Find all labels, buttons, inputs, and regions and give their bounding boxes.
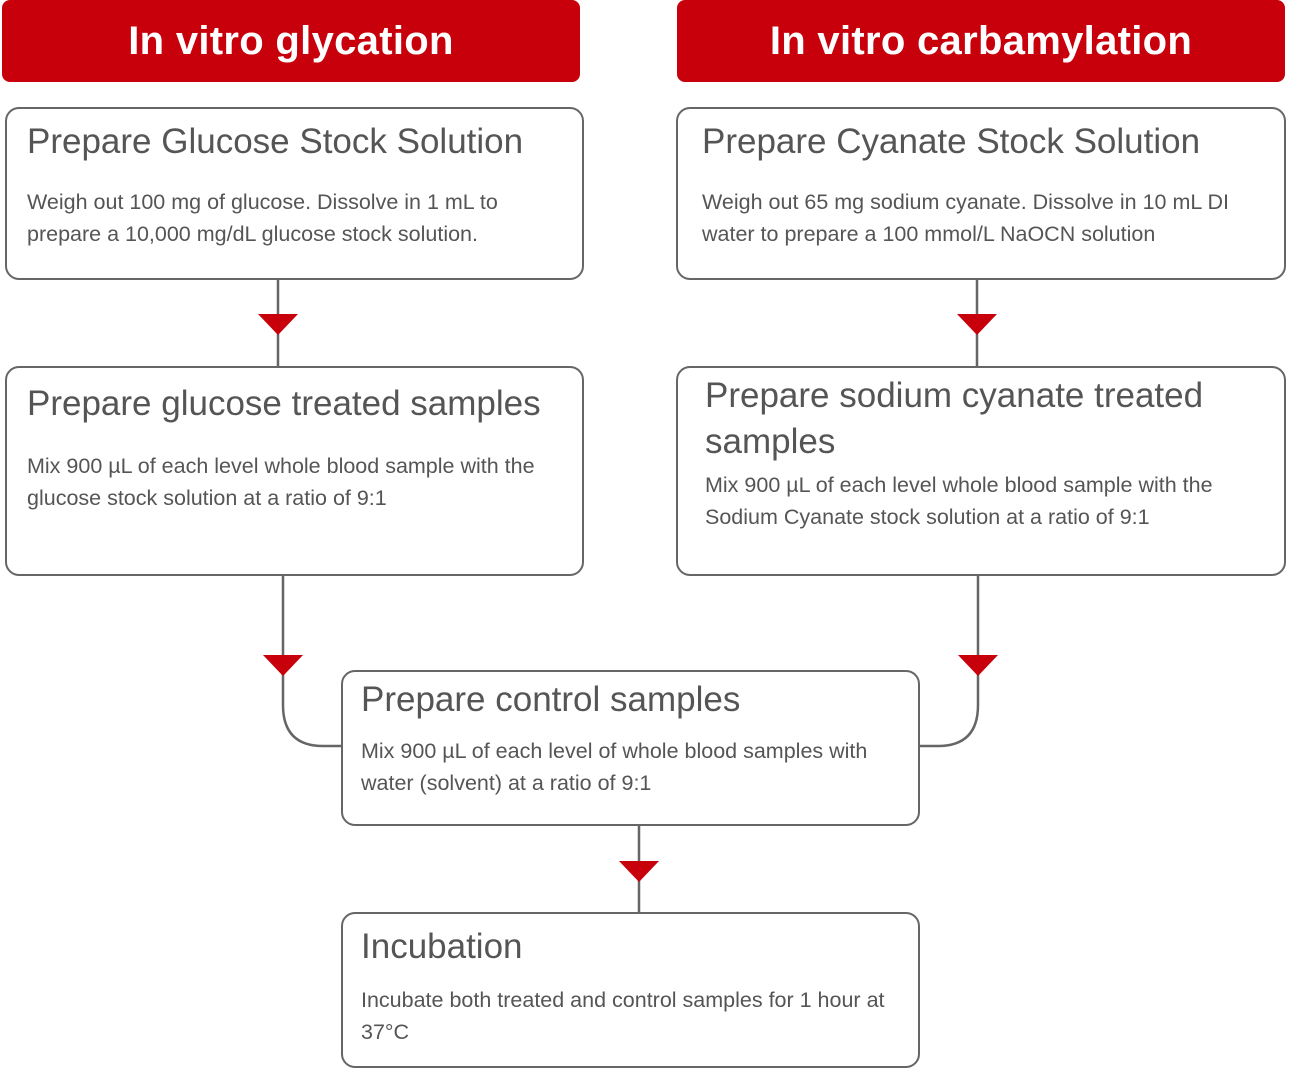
step-incubation: Incubation Incubate both treated and con… xyxy=(341,912,920,1068)
step-title: Prepare sodium cyanate treated samples xyxy=(705,376,1204,461)
header-glycation: In vitro glycation xyxy=(2,0,580,82)
arrowhead-down-icon xyxy=(258,314,298,335)
connector-cyanate-samples-to-control xyxy=(919,576,980,748)
connector-glucose-samples-to-control xyxy=(281,576,342,748)
step-description: Incubate both treated and control sample… xyxy=(361,988,885,1044)
step-title: Incubation xyxy=(361,927,523,966)
step-title: Prepare Glucose Stock Solution xyxy=(27,122,524,161)
step-description: Mix 900 µL of each level whole blood sam… xyxy=(705,473,1213,529)
step-title: Prepare Cyanate Stock Solution xyxy=(702,122,1201,161)
arrowhead-down-icon xyxy=(619,861,659,882)
step-description: Mix 900 µL of each level of whole blood … xyxy=(361,739,868,795)
step-title: Prepare glucose treated samples xyxy=(27,384,541,423)
step-cyanate-samples: Prepare sodium cyanate treated samples M… xyxy=(676,366,1286,576)
step-cyanate-stock: Prepare Cyanate Stock Solution Weigh out… xyxy=(676,107,1286,280)
step-glucose-samples: Prepare glucose treated samples Mix 900 … xyxy=(5,366,584,576)
arrowhead-down-icon xyxy=(957,314,997,335)
step-title: Prepare control samples xyxy=(361,680,741,719)
step-glucose-stock: Prepare Glucose Stock Solution Weigh out… xyxy=(5,107,584,280)
step-description: Weigh out 65 mg sodium cyanate. Dissolve… xyxy=(702,190,1230,246)
header-carbamylation: In vitro carbamylation xyxy=(677,0,1285,82)
step-control-samples: Prepare control samples Mix 900 µL of ea… xyxy=(341,670,920,826)
arrowhead-down-icon xyxy=(263,655,303,676)
arrowhead-down-icon xyxy=(958,655,998,676)
step-description: Mix 900 µL of each level whole blood sam… xyxy=(27,454,535,510)
step-description: Weigh out 100 mg of glucose. Dissolve in… xyxy=(27,190,498,246)
